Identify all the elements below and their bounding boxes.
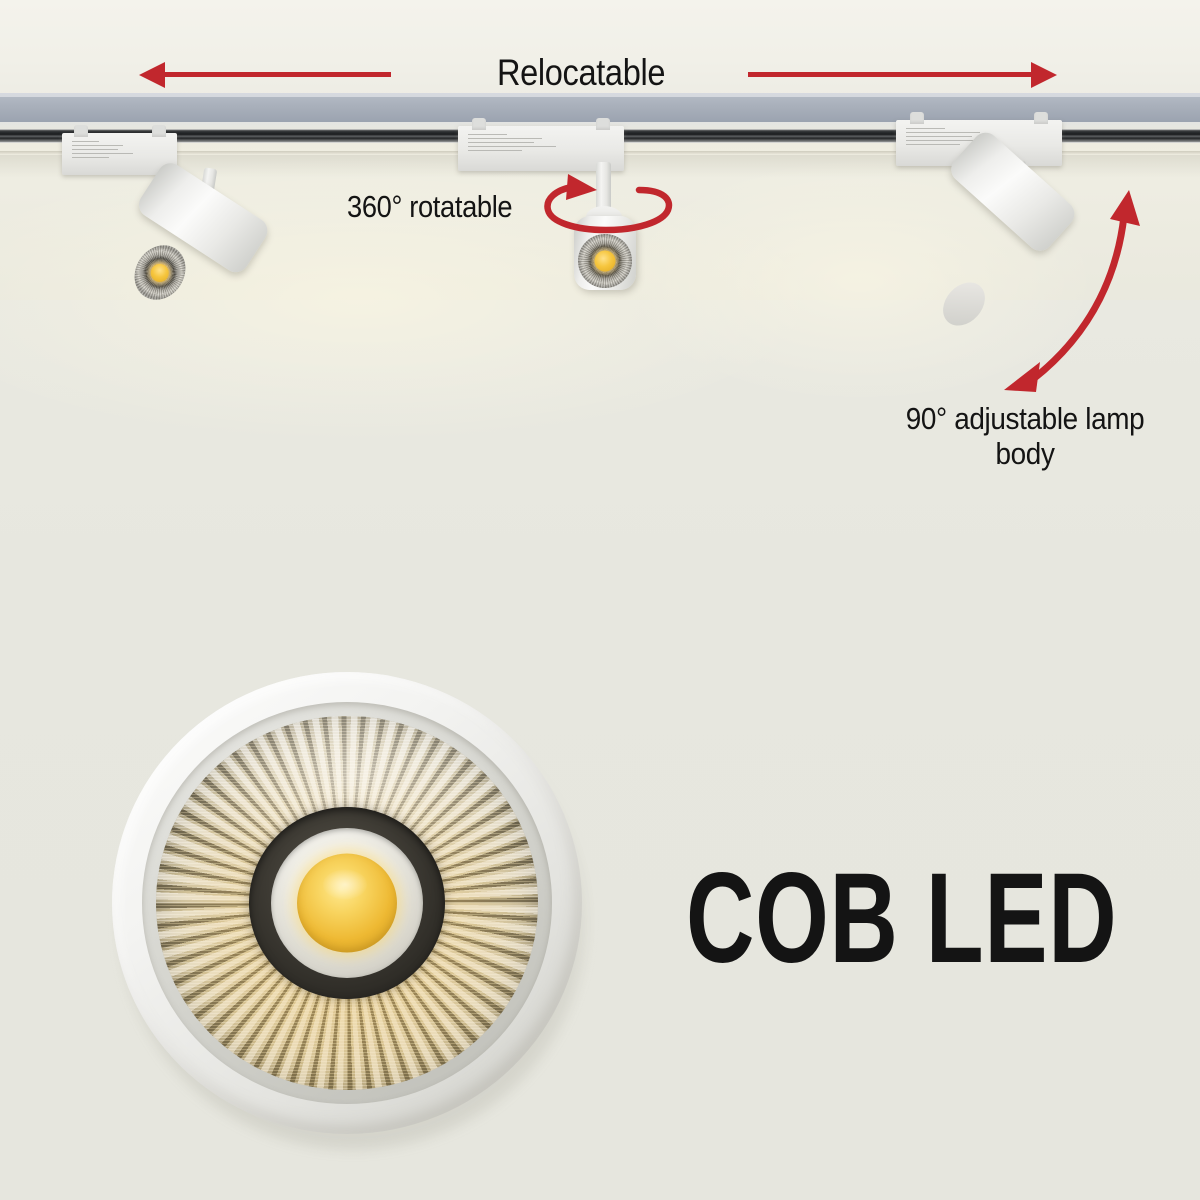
adapter-label-left: [72, 141, 143, 161]
track-rail-highlight: [0, 93, 1200, 97]
track-adapter-left: [62, 125, 177, 175]
adapter-clip-f: [1034, 112, 1048, 124]
arrow-left-icon: [139, 62, 165, 88]
relocatable-arrow-left-line: [163, 72, 391, 77]
cob-chip-holder: [271, 828, 423, 978]
adapter-clip-d: [596, 118, 610, 130]
lamp-inner-dark-ring: [249, 807, 445, 999]
ceiling-surface: [0, 0, 1200, 98]
cob-chip-gloss: [323, 869, 367, 900]
annotation-label-rotatable: 360° rotatable: [347, 189, 513, 224]
adapter-clip-c: [472, 118, 486, 130]
spotlight-center-cob: [594, 250, 616, 272]
spotlight-center-reflector: [578, 234, 632, 288]
annotation-label-adjustable: 90° adjustable lamp body: [905, 401, 1145, 471]
relocatable-arrow-right-line: [748, 72, 1032, 77]
adapter-clip-b: [152, 125, 166, 137]
track-rail-top: [0, 93, 1200, 122]
cob-chip: [297, 853, 397, 953]
adapter-label-right: [906, 128, 1009, 148]
page-title: Relocatable: [497, 52, 666, 93]
lamp-reflector: [156, 716, 538, 1090]
adapter-clip-a: [74, 125, 88, 137]
arrow-right-icon: [1031, 62, 1057, 88]
spotlight-right: [934, 127, 1130, 340]
adapter-clip-e: [910, 112, 924, 124]
spotlight-left-reflector: [124, 235, 196, 310]
spotlight-left: [120, 158, 340, 320]
spotlight-center: [560, 162, 680, 312]
cob-led-lamp-closeup: [112, 672, 588, 1150]
adapter-label-center: [468, 134, 571, 154]
feature-caption-cob-led: COB LED: [686, 847, 1118, 990]
